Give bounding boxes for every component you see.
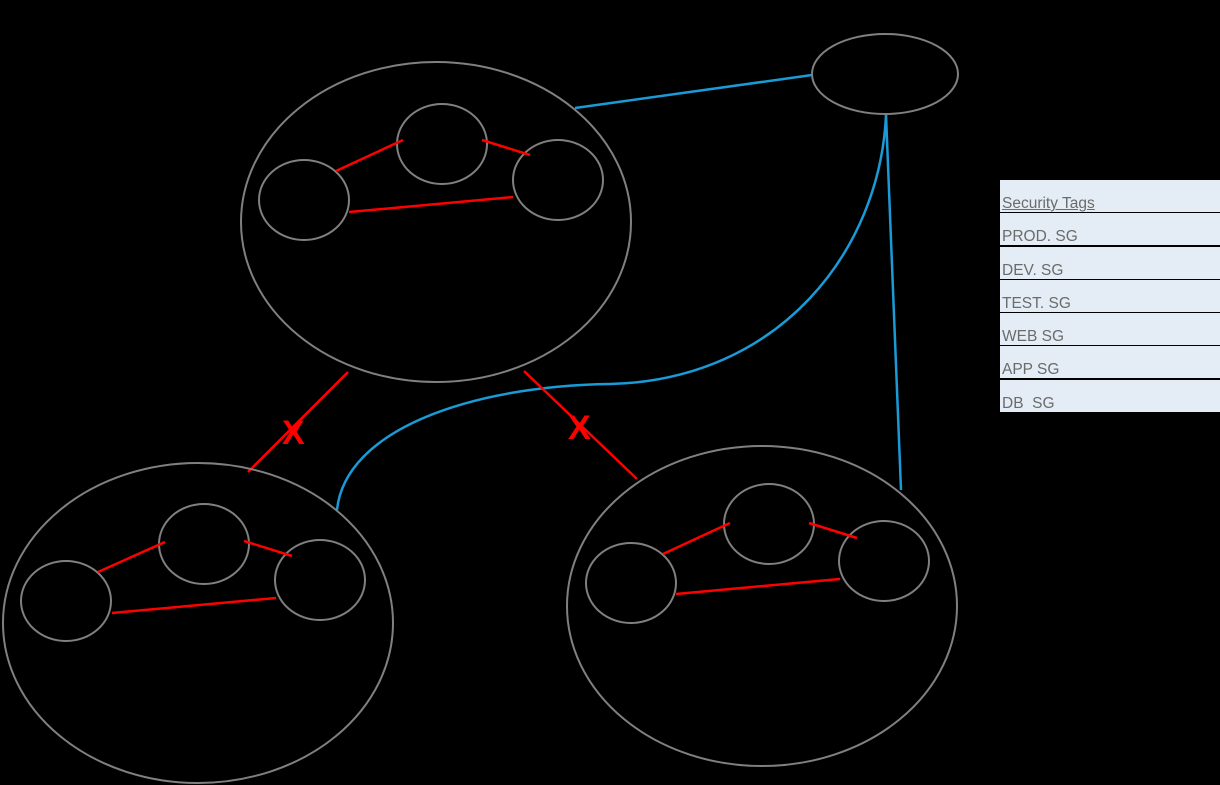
- group-bottom-left-member-1[interactable]: [20, 560, 112, 642]
- legend-title: Security Tags: [1000, 180, 1220, 212]
- legend-item-db: DB SG: [1000, 379, 1220, 412]
- intra-link: [662, 521, 731, 556]
- intra-link: [97, 540, 166, 574]
- blocked-link-top-bottom-left: [247, 371, 349, 473]
- group-bottom-left-member-3[interactable]: [274, 539, 366, 621]
- group-top-member-2[interactable]: [396, 103, 488, 185]
- intra-link: [481, 138, 531, 157]
- legend-item-app: APP SG: [1000, 346, 1220, 379]
- group-bottom-right[interactable]: [566, 445, 958, 767]
- blocked-x-icon: X: [282, 414, 305, 452]
- group-bottom-left[interactable]: [2, 462, 394, 784]
- intra-link: [808, 521, 858, 540]
- allowed-link-hub-bottom-right: [884, 114, 903, 491]
- legend-item-test: TEST. SG: [1000, 279, 1220, 312]
- blocked-x-icon: X: [568, 409, 591, 447]
- intra-link: [675, 577, 841, 596]
- group-bottom-right-member-2[interactable]: [723, 483, 815, 565]
- group-top-member-3[interactable]: [512, 139, 604, 221]
- group-bottom-right-member-3[interactable]: [838, 520, 930, 602]
- hub-node[interactable]: [811, 33, 959, 115]
- legend-item-prod: PROD. SG: [1000, 213, 1220, 246]
- intra-link: [243, 539, 293, 558]
- blocked-link-top-bottom-right: [523, 370, 638, 480]
- group-bottom-right-member-1[interactable]: [585, 542, 677, 624]
- security-tags-legend: Security Tags PROD. SG DEV. SG TEST. SG …: [1000, 180, 1220, 414]
- legend-item-web: WEB SG: [1000, 313, 1220, 346]
- group-top[interactable]: [240, 61, 632, 383]
- legend-item-dev: DEV. SG: [1000, 246, 1220, 279]
- group-top-member-1[interactable]: [258, 159, 350, 241]
- intra-link: [335, 138, 404, 173]
- allowed-link-hub-bottom-left: [335, 114, 888, 511]
- group-bottom-left-member-2[interactable]: [158, 503, 250, 585]
- allowed-link-hub-top: [574, 73, 813, 110]
- intra-link: [111, 596, 277, 615]
- intra-link: [348, 195, 514, 214]
